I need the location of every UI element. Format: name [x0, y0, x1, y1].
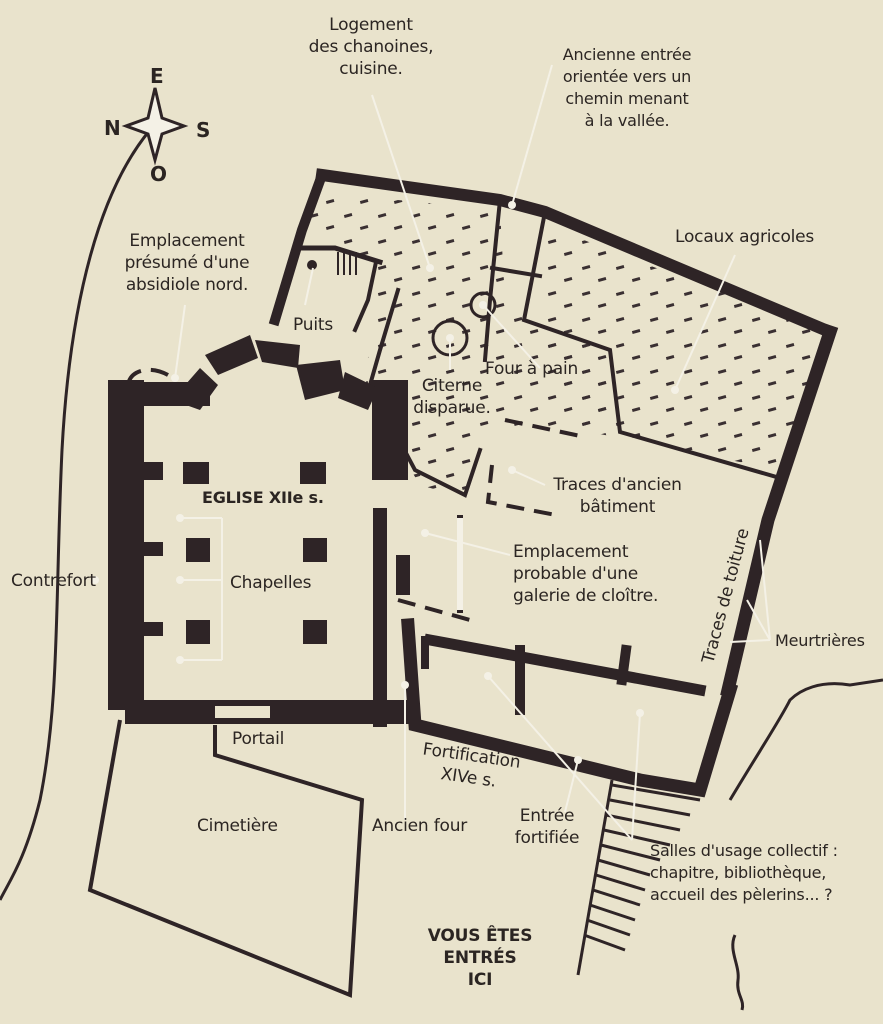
label-absidiole: Emplacement présumé d'une absidiole nord…: [124, 231, 250, 295]
leader-lines: [174, 64, 771, 841]
label-cimetiere: Cimetière: [197, 816, 278, 836]
puits-marker: [307, 260, 317, 270]
cemetery-outline: [87, 719, 365, 998]
label-entree-fortifiee: Entrée fortifiée: [514, 806, 580, 848]
label-vous-etes-entres: VOUS ÊTES ENTRÉS ICI: [427, 926, 533, 990]
path-line: [0, 129, 152, 901]
compass-rose-icon: [121, 87, 189, 166]
label-puits: Puits: [293, 315, 333, 335]
hatch-area-locaux: [540, 226, 825, 470]
label-chapelles: Chapelles: [230, 573, 312, 593]
entry-ramp: [576, 779, 701, 976]
leader-dots: [91, 201, 679, 764]
four-circle: [469, 291, 497, 319]
label-citerne: Citerne disparue.: [413, 376, 491, 418]
label-locaux-agricoles: Locaux agricoles: [675, 227, 815, 247]
valley-edge-2: [731, 934, 745, 1011]
label-meurtrieres: Meurtrières: [775, 631, 865, 650]
church-walls: [108, 335, 415, 724]
label-logement: Logement des chanoines, cuisine.: [308, 15, 434, 79]
label-ancienne-entree: Ancienne entrée orientée vers un chemin …: [562, 45, 692, 130]
compass-south: S: [196, 118, 211, 142]
compass-west: O: [150, 162, 168, 186]
label-traces-batiment: Traces d'ancien bâtiment: [553, 475, 682, 517]
label-four-a-pain: Four à pain: [485, 359, 579, 379]
compass-north: N: [104, 116, 121, 140]
label-galerie: Emplacement probable d'une galerie de cl…: [513, 542, 659, 606]
label-portail: Portail: [232, 729, 285, 749]
valley-edge: [728, 678, 883, 801]
label-eglise: EGLISE XIIe s.: [202, 488, 324, 507]
label-contrefort: Contrefort: [11, 571, 96, 591]
stairs: [337, 252, 357, 275]
label-salles: Salles d'usage collectif : chapitre, bib…: [650, 841, 838, 904]
label-ancien-four: Ancien four: [372, 816, 468, 836]
portail-gap: [215, 706, 270, 718]
compass-east: E: [150, 64, 164, 88]
